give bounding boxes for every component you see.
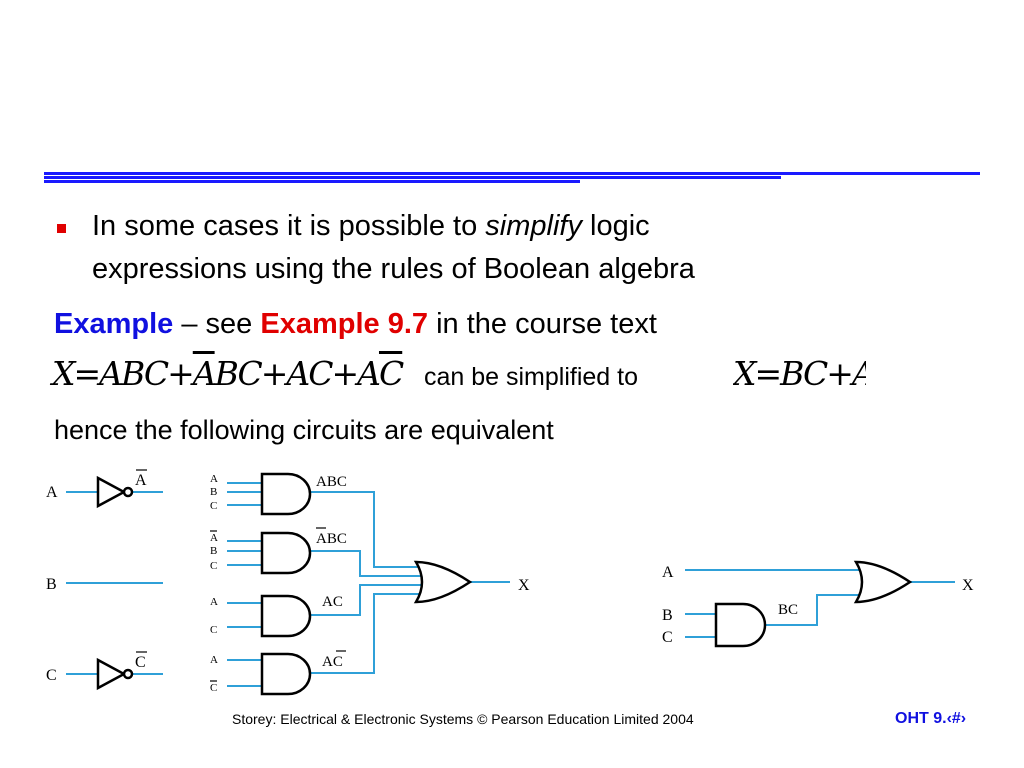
- eq-term-abc: ABC: [99, 354, 169, 393]
- footer-credit: Storey: Electrical & Electronic Systems …: [232, 711, 694, 727]
- c2-and-out-label: BC: [778, 602, 798, 618]
- eq-plus-2: +: [260, 354, 289, 393]
- g2-out-label: ABC: [316, 531, 347, 547]
- g2-in-c: C: [210, 560, 217, 572]
- and-gate-2: [260, 531, 312, 575]
- hence-text: hence the following circuits are equival…: [54, 415, 554, 445]
- g4-out-label: AC: [322, 654, 343, 670]
- c2-input-b: B: [662, 607, 673, 624]
- g3-in-a: A: [210, 596, 218, 608]
- bullet-line-1: In some cases it is possible to simplify…: [92, 210, 650, 243]
- example-line: Example – see Example 9.7 in the course …: [54, 308, 657, 341]
- g2-in-a: A: [210, 532, 218, 544]
- eq-rhs-bc: BC: [780, 354, 828, 393]
- c2-input-c: C: [662, 629, 673, 646]
- title-rule-3: [44, 180, 580, 183]
- inverter-a: [96, 475, 127, 509]
- eq-rhs-a: A: [852, 354, 866, 393]
- eq-term-abar: A: [192, 354, 217, 393]
- g4-in-c: C: [210, 682, 217, 694]
- and-gate-3: [260, 594, 312, 638]
- g3-in-c: C: [210, 624, 217, 636]
- eq-plus-1: +: [167, 354, 195, 393]
- g1-in-b: B: [210, 486, 217, 498]
- and-gate-bc: [714, 602, 767, 648]
- eq-term-bc: BC: [214, 354, 263, 393]
- equation-lhs: X=ABC+ABC+AC+AC: [52, 354, 404, 393]
- inverter-a-bubble: [122, 486, 134, 498]
- eq-rhs-x: X: [733, 354, 756, 393]
- equation-rhs: X=BC+A: [733, 354, 866, 393]
- c2-output-x: X: [962, 577, 974, 594]
- eq-x: X: [52, 354, 75, 393]
- g1-in-c: C: [210, 500, 217, 512]
- c1-input-a: A: [46, 484, 58, 501]
- c1-output-x: X: [518, 577, 530, 594]
- inverter-c: [96, 657, 127, 691]
- title-rule-1: [44, 172, 980, 175]
- g3-out-label: AC: [322, 594, 343, 610]
- equation-mid-text: can be simplified to: [424, 363, 639, 391]
- and-gate-4: [260, 652, 312, 696]
- c1-input-b: B: [46, 576, 57, 593]
- c1-inv-out-c: C: [135, 654, 146, 671]
- bullet-line-2: expressions using the rules of Boolean a…: [92, 253, 695, 285]
- g4-in-a: A: [210, 654, 218, 666]
- eq-equals: =: [73, 354, 102, 393]
- eq-plus-3: +: [331, 354, 359, 393]
- or-gate-1: [413, 560, 473, 604]
- eq-rhs-plus: +: [826, 354, 854, 393]
- c1-inv-out-a: A: [135, 472, 147, 489]
- or-gate-2: [853, 560, 913, 604]
- example-post: in the course text: [428, 308, 657, 340]
- example-ref: Example 9.7: [260, 308, 429, 340]
- eq-term-a: A: [357, 354, 381, 393]
- inverter-c-bubble: [122, 668, 134, 680]
- c1-input-c: C: [46, 667, 57, 684]
- g2-in-b: B: [210, 545, 217, 557]
- bullet-marker: [57, 224, 66, 233]
- page-number: OHT 9.‹#›: [895, 710, 967, 727]
- and-gate-1: [260, 472, 312, 516]
- eq-rhs-equals: =: [754, 354, 783, 393]
- c2-input-a: A: [662, 564, 674, 581]
- bullet-text-a: In some cases it is possible to: [92, 210, 486, 242]
- g1-in-a: A: [210, 473, 218, 485]
- title-rule-2: [44, 176, 781, 179]
- bullet-text-b: logic: [581, 210, 650, 242]
- bullet-text-emph: simplify: [485, 210, 582, 242]
- g1-out-label: ABC: [316, 474, 347, 490]
- example-sep: – see: [173, 308, 261, 340]
- eq-term-cbar: C: [378, 354, 404, 393]
- example-label: Example: [54, 308, 174, 340]
- eq-term-ac: AC: [286, 354, 333, 393]
